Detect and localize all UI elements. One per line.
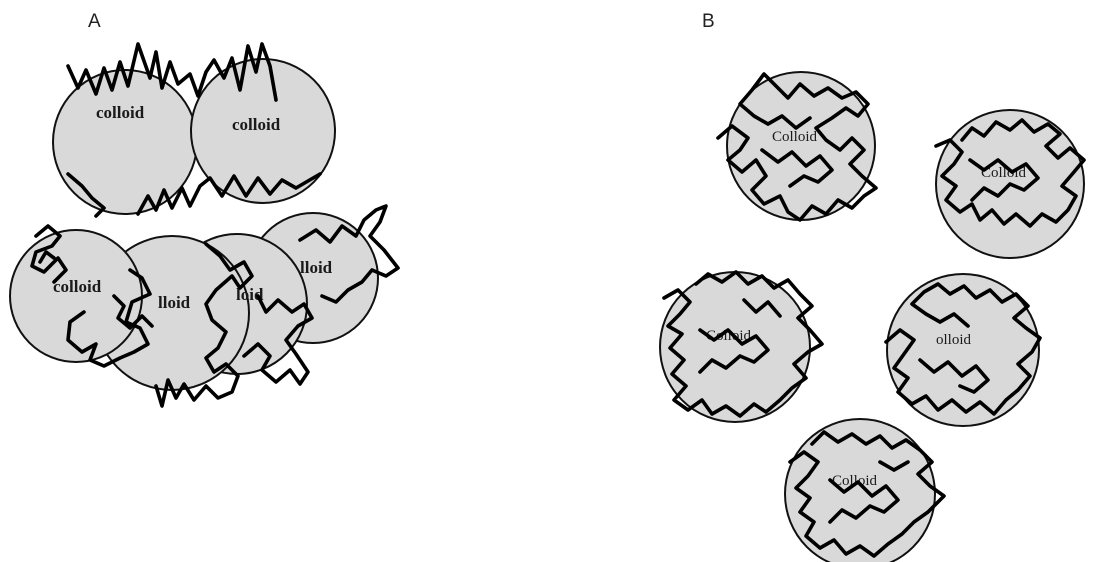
colloid-label-b4: olloid [936,332,972,348]
colloid-label-a1: colloid [96,103,145,122]
panel-label-b: B [702,11,715,32]
colloid-label-a3: colloid [53,277,102,296]
colloid-label-a6: lloid [300,258,333,277]
colloid-label-a4: lloid [158,293,191,312]
colloid-label-a2: colloid [232,115,281,134]
panel-label-a: A [88,11,101,32]
panel-a: colloid colloid colloid lloid loid lloid [10,44,398,406]
colloid-particle-a1 [53,70,197,214]
colloid-label-b1: Colloid [772,129,818,145]
colloid-particle-a3 [10,230,142,362]
panel-b: Colloid Colloid Colloid olloid Colloid [660,72,1084,562]
